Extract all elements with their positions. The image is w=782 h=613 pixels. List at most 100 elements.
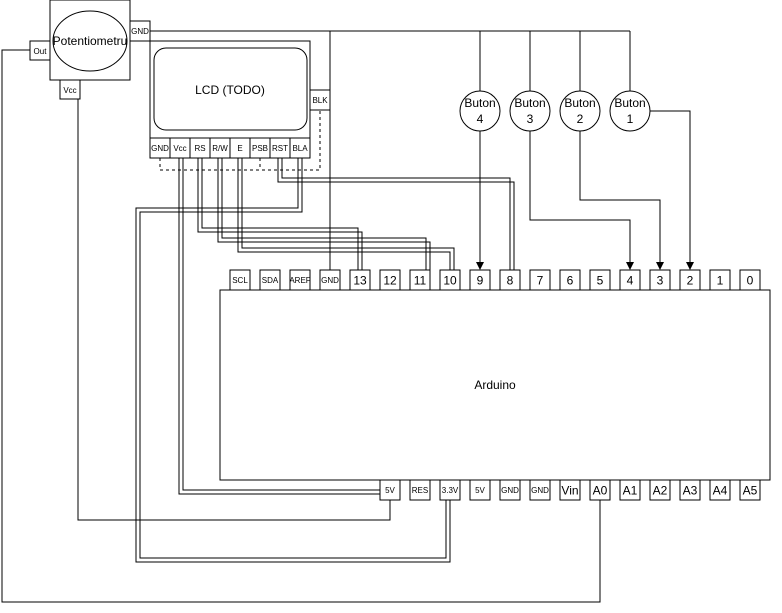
potentiometer-label: Potentiometru bbox=[53, 34, 128, 48]
button-circle bbox=[559, 90, 601, 132]
arduino-pin-11-label: 11 bbox=[414, 273, 427, 287]
arduino-pin-11-box bbox=[409, 269, 431, 291]
arduino-pin-sda-box bbox=[259, 269, 281, 291]
button-label-line1: Buton bbox=[614, 96, 645, 110]
buttons: Buton 4 Buton 3 Buton 2 Buton 1 bbox=[459, 90, 651, 132]
arduino-pin-bottom-res-1-label: RES bbox=[412, 486, 428, 495]
arduino-pin-bottom-a2-9-box bbox=[649, 479, 671, 501]
arduino-pin-aref-label: AREF bbox=[289, 276, 310, 285]
arduino-pin-9-label: 9 bbox=[477, 273, 484, 287]
arduino-pin-bottom-5v-3-label: 5V bbox=[475, 486, 485, 495]
arduino-pin-bottom-3-3v-2-label: 3.3V bbox=[442, 486, 459, 495]
arduino-pin-bottom-a4-11-label: A4 bbox=[713, 483, 728, 497]
button-label-line1: Buton bbox=[564, 96, 595, 110]
arduino-pin-bottom-vin-6-box bbox=[559, 479, 581, 501]
lcd-pin-e-label: E bbox=[237, 144, 242, 153]
arduino-pin-1-label: 1 bbox=[717, 273, 724, 287]
arduino-pin-bottom-gnd-4-box bbox=[499, 479, 521, 501]
wire-lcd-rw-11-b bbox=[221, 158, 427, 270]
arduino-pin-scl-box bbox=[229, 269, 251, 291]
pot-pin-vcc-label: Vcc bbox=[63, 86, 76, 95]
wire-lcd-vcc-5v bbox=[178, 158, 380, 495]
arrowhead-pin2 bbox=[686, 262, 694, 270]
arduino-pin-9-box bbox=[469, 269, 491, 291]
arrowhead-pin3 bbox=[656, 262, 664, 270]
arduino-pin-8-box bbox=[499, 269, 521, 291]
arduino-pin-7-label: 7 bbox=[537, 273, 544, 287]
arduino-pin-5-label: 5 bbox=[597, 273, 604, 287]
arduino-pin-bottom-a1-8-box bbox=[619, 479, 641, 501]
wire-lcd-rs-13-b bbox=[201, 158, 359, 270]
wire-lcd-bla-33v bbox=[135, 158, 451, 563]
arduino-pin-12-label: 12 bbox=[383, 273, 397, 287]
arduino-pin-bottom-gnd-5-box bbox=[529, 479, 551, 501]
lcd-pin-vcc-label: Vcc bbox=[173, 144, 186, 153]
arduino-pin-gnd-box bbox=[319, 269, 341, 291]
arduino-pin-scl-label: SCL bbox=[232, 276, 248, 285]
potentiometer-knob bbox=[52, 10, 128, 72]
button-label-line2: 3 bbox=[527, 112, 534, 126]
wire-dashed-gnd bbox=[159, 110, 321, 171]
wire-buton2-pin3 bbox=[579, 130, 661, 264]
button-label-line1: Buton bbox=[514, 96, 545, 110]
lcd-pin-rst-label: RST bbox=[272, 144, 288, 153]
arduino-pin-0-label: 0 bbox=[747, 273, 754, 287]
button-label-line1: Buton bbox=[464, 96, 495, 110]
arduino-pin-bottom-a0-7-box bbox=[589, 479, 611, 501]
wires bbox=[1, 30, 691, 603]
wire-lcd-e-10-b bbox=[241, 158, 455, 270]
arduino-pin-10-box bbox=[439, 269, 461, 291]
lcd-pin-gnd-label: GND bbox=[151, 144, 169, 153]
arduino-pin-2-box bbox=[679, 269, 701, 291]
arduino-pin-13-label: 13 bbox=[353, 273, 367, 287]
arduino-pin-bottom-5v-0-box bbox=[379, 479, 401, 501]
button-label-line2: 2 bbox=[577, 112, 584, 126]
arduino-pin-bottom-a2-9-label: A2 bbox=[653, 483, 668, 497]
arduino-pin-aref-box bbox=[289, 269, 311, 291]
pot-pin-out-label: Out bbox=[34, 47, 48, 56]
arduino-pin-bottom-a4-11-box bbox=[709, 479, 731, 501]
lcd-screen bbox=[153, 47, 308, 131]
wire-pot-out-a0 bbox=[1, 49, 601, 603]
button-label-line2: 1 bbox=[627, 112, 634, 126]
pot-pin-gnd-label: GND bbox=[131, 27, 149, 36]
arrowhead-pin9 bbox=[476, 262, 484, 270]
arduino-pin-12-box bbox=[379, 269, 401, 291]
wire-lcd-rst-8-b bbox=[281, 158, 511, 270]
arduino-pin-4-label: 4 bbox=[627, 273, 634, 287]
arduino-body bbox=[219, 289, 771, 481]
lcd-blk-box bbox=[309, 89, 331, 111]
arduino-pin-6-box bbox=[559, 269, 581, 291]
arduino-pin-bottom-a3-10-label: A3 bbox=[683, 483, 698, 497]
wire-lcd-rw-11 bbox=[217, 158, 431, 270]
arduino-pin-gnd-label: GND bbox=[321, 276, 339, 285]
lcd-pin-rs-label: RS bbox=[194, 144, 205, 153]
arduino-pin-5-box bbox=[589, 269, 611, 291]
lcd-pin-psb-label: PSB bbox=[252, 144, 268, 153]
arduino-pin-bottom-5v-3-box bbox=[469, 479, 491, 501]
lcd-blk-label: BLK bbox=[312, 96, 328, 105]
arduino-pin-bottom-a0-7-label: A0 bbox=[593, 483, 608, 497]
wire-lcd-vcc-5v-b bbox=[182, 158, 380, 491]
arrow-heads bbox=[476, 262, 694, 270]
wire-buton1-pin2 bbox=[650, 110, 691, 264]
dashed-wires bbox=[159, 110, 321, 171]
arduino-pin-0-box bbox=[739, 269, 761, 291]
arduino-pin-7-box bbox=[529, 269, 551, 291]
arduino-pin-bottom-a5-12-box bbox=[739, 479, 761, 501]
button-label-line2: 4 bbox=[477, 112, 484, 126]
arduino-pin-10-label: 10 bbox=[443, 273, 457, 287]
arduino-pin-sda-label: SDA bbox=[262, 276, 279, 285]
arduino-pin-13-box bbox=[349, 269, 371, 291]
lcd-label: LCD (TODO) bbox=[195, 83, 265, 97]
arduino-pin-3-label: 3 bbox=[657, 273, 664, 287]
arduino-label: Arduino bbox=[474, 378, 516, 392]
lcd-pin-bla-box bbox=[289, 137, 311, 159]
button-circle bbox=[459, 90, 501, 132]
pot-pin-gnd-box bbox=[129, 20, 151, 42]
arrowhead-pin4 bbox=[626, 262, 634, 270]
